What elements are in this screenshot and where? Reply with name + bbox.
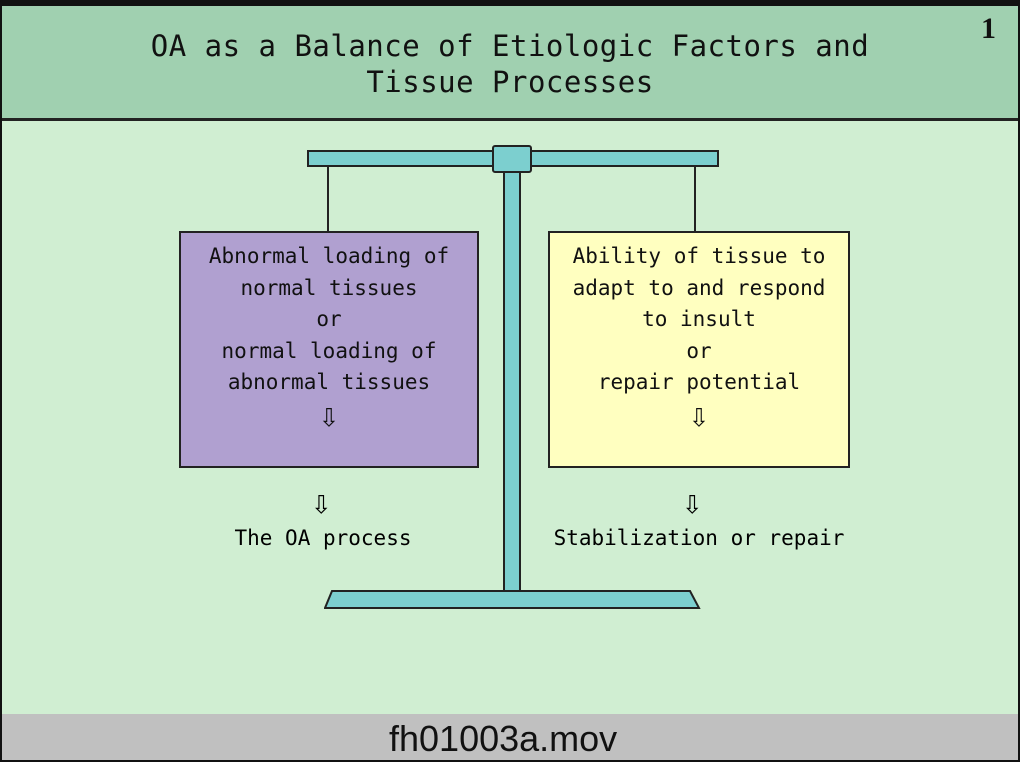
box-line: Ability of tissue to (572, 244, 826, 268)
left-string (327, 167, 329, 233)
box-line: normal loading of (221, 338, 437, 363)
box-line: normal tissues (240, 275, 418, 300)
box-line: repair potential (597, 370, 801, 394)
down-arrow-icon: ⇩ (682, 483, 703, 523)
movie-filename: fh01003a.mov (389, 718, 618, 759)
box-line: Abnormal loading of (208, 244, 450, 268)
box-line: to insult (642, 307, 756, 331)
scale-pivot (492, 145, 532, 173)
oa-process-label: The OA process (234, 526, 412, 550)
footer-bar: fh01003a.mov (2, 714, 1018, 760)
slide-number: 1 (981, 12, 996, 45)
title-line-1: OA as a Balance of Etiologic Factors and (150, 29, 870, 63)
slide-header: OA as a Balance of Etiologic Factors and… (2, 6, 1018, 121)
down-arrow-icon: ⇩ (688, 395, 710, 436)
box-line: adapt to and respond (572, 275, 826, 300)
box-line: or (316, 307, 342, 331)
scale-pole (503, 172, 521, 594)
tissue-response-box: Ability of tissue to adapt to and respon… (548, 231, 850, 468)
scale-base (324, 590, 701, 609)
etiologic-factors-box: Abnormal loading of normal tissues or no… (179, 231, 479, 468)
slide-title: OA as a Balance of Etiologic Factors and… (2, 28, 1018, 100)
down-arrow-icon: ⇩ (318, 395, 340, 436)
right-string (694, 167, 696, 233)
box-line: abnormal tissues (227, 370, 431, 394)
box-line: or (686, 338, 712, 363)
stabilization-label: Stabilization or repair (553, 526, 845, 550)
down-arrow-icon: ⇩ (311, 483, 332, 523)
title-line-2: Tissue Processes (366, 65, 654, 99)
